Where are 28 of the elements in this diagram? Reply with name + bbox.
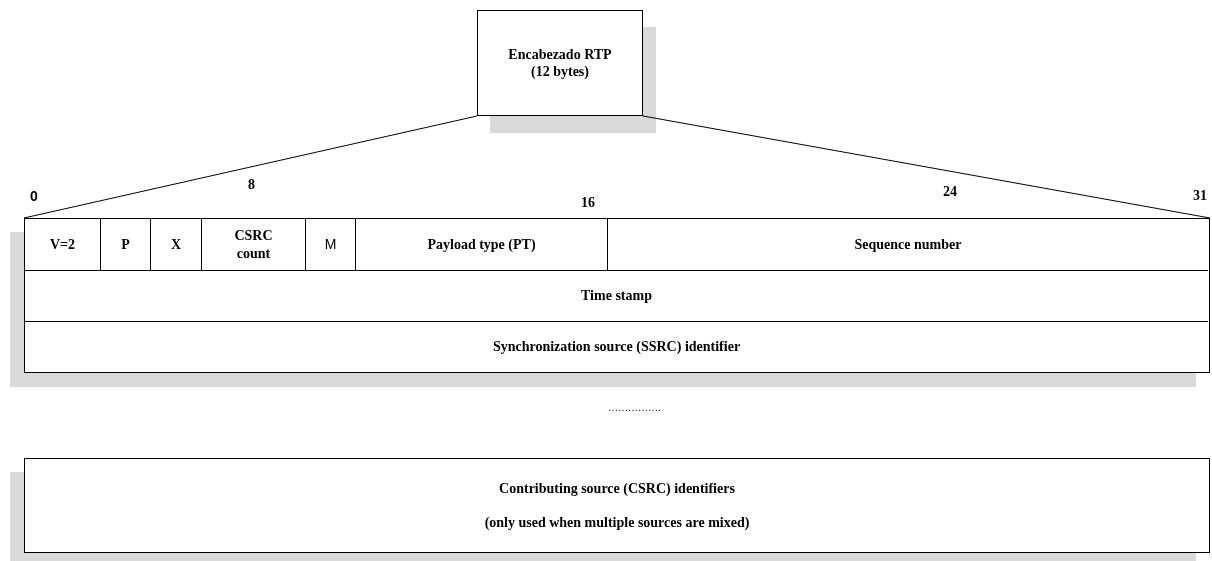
field-label: Time stamp — [581, 287, 652, 305]
bit-number: 8 — [248, 177, 255, 193]
packet-table — [24, 218, 1210, 373]
field-label: X — [170, 235, 182, 254]
bit-number: 16 — [581, 195, 595, 211]
header-box — [477, 10, 643, 116]
field-cell — [306, 219, 356, 271]
field-label: (only used when multiple sources are mixed) — [484, 513, 750, 531]
field-label: M — [324, 235, 337, 254]
expansion-line — [23, 115, 478, 219]
bit-number: 24 — [943, 184, 957, 200]
field-label: Sequence number — [854, 235, 962, 254]
bit-number: 0 — [30, 188, 38, 204]
field-label: Contributing source (CSRC) identifiers — [499, 480, 735, 498]
field-label: V=2 — [49, 235, 76, 254]
field-cell — [25, 219, 101, 271]
ellipsis: ……………. — [608, 402, 661, 413]
field-label: Payload type (PT) — [427, 235, 536, 254]
field-cell — [202, 219, 306, 271]
field-label: Synchronization source (SSRC) identifier — [492, 337, 741, 356]
field-label: CSRC count — [233, 227, 274, 262]
bit-number: 31 — [1193, 188, 1207, 204]
field-cell — [101, 219, 151, 271]
field-label: P — [121, 235, 130, 254]
field-cell — [151, 219, 202, 271]
field-cell — [356, 219, 608, 271]
header-box — [24, 458, 1210, 553]
field-label: Encabezado RTP (12 bytes) — [508, 45, 612, 81]
